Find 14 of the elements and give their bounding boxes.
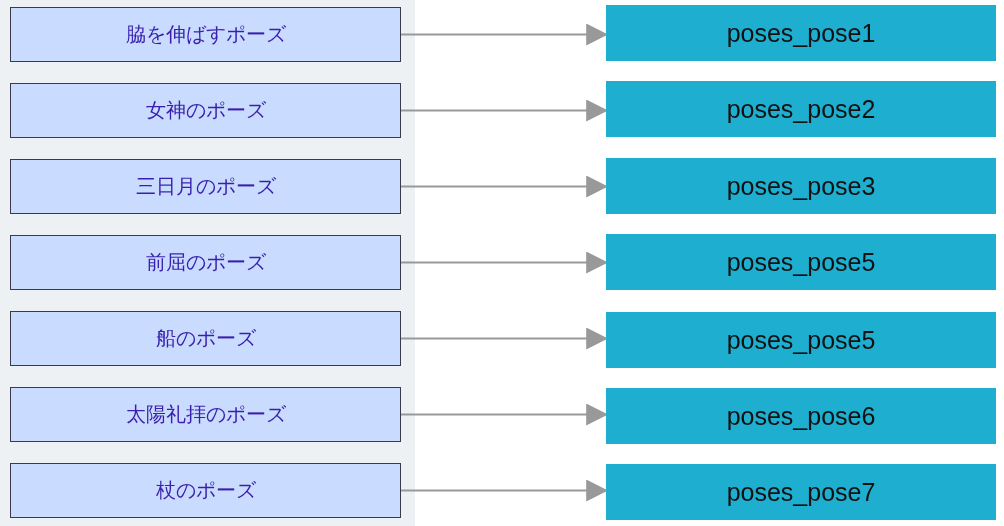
pose-id-box: poses_pose3 bbox=[606, 158, 996, 214]
pose-id-box: poses_pose5 bbox=[606, 312, 996, 368]
pose-name-box: 杖のポーズ bbox=[10, 463, 401, 518]
pose-name-box: 船のポーズ bbox=[10, 311, 401, 366]
pose-name-box: 太陽礼拝のポーズ bbox=[10, 387, 401, 442]
pose-id-box: poses_pose5 bbox=[606, 234, 996, 290]
pose-id-box: poses_pose7 bbox=[606, 464, 996, 520]
pose-id-box: poses_pose2 bbox=[606, 81, 996, 137]
pose-name-box: 三日月のポーズ bbox=[10, 159, 401, 214]
pose-name-box: 女神のポーズ bbox=[10, 83, 401, 138]
pose-name-box: 前屈のポーズ bbox=[10, 235, 401, 290]
pose-id-box: poses_pose1 bbox=[606, 5, 996, 61]
pose-name-box: 脇を伸ばすポーズ bbox=[10, 7, 401, 62]
pose-id-box: poses_pose6 bbox=[606, 388, 996, 444]
